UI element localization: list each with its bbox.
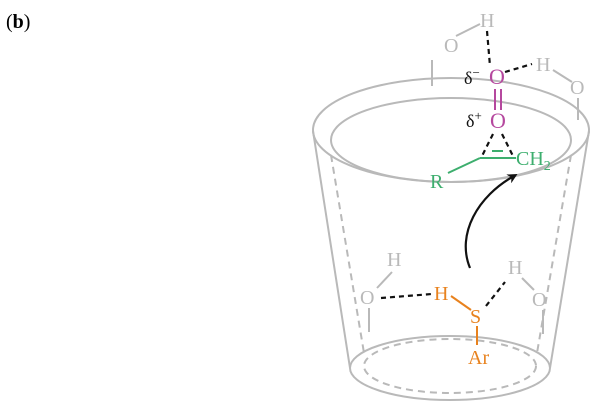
cup-inner-right-dash bbox=[536, 154, 572, 354]
right-water-O: O bbox=[570, 77, 584, 99]
left-water-O: O bbox=[360, 287, 374, 309]
delta-minus: δ− bbox=[464, 65, 480, 88]
inner-water: H O bbox=[508, 257, 546, 334]
top-water-hbond bbox=[485, 30, 492, 67]
cup-right-wall bbox=[549, 130, 590, 369]
cup-inner-left-dash bbox=[330, 154, 365, 354]
top-water-H: H bbox=[480, 10, 494, 32]
thiol-Ar: Ar bbox=[468, 347, 489, 369]
inner-water-O: O bbox=[532, 289, 546, 311]
right-water-hbond bbox=[504, 62, 533, 74]
alkene: R CH2 bbox=[430, 148, 551, 193]
peroxide: δ− O δ+ O bbox=[464, 64, 506, 133]
cup-bottom-inner bbox=[363, 338, 537, 394]
delta-plus: δ+ bbox=[466, 108, 482, 131]
left-water-OH-bond bbox=[376, 271, 393, 289]
ts-bond-right bbox=[501, 133, 514, 157]
panel-label: (b) bbox=[6, 11, 31, 33]
top-water-OH-bond bbox=[455, 23, 481, 37]
inner-water-H: H bbox=[508, 257, 522, 279]
left-water-hbond bbox=[380, 292, 433, 300]
left-water: H O bbox=[360, 249, 433, 332]
inner-water-OH-bond bbox=[521, 277, 535, 291]
cup bbox=[312, 77, 590, 401]
peroxide-O-top: O bbox=[489, 64, 505, 89]
left-water-H: H bbox=[387, 249, 401, 271]
thiol-S: S bbox=[470, 306, 481, 328]
right-water-OH-bond bbox=[552, 69, 573, 83]
cup-rim-inner bbox=[330, 97, 572, 183]
cup-bottom-front bbox=[349, 367, 551, 401]
ts-bond-left bbox=[481, 133, 494, 157]
thiol-SH-bond bbox=[450, 295, 472, 311]
alkene-R-bond bbox=[447, 157, 481, 174]
thiol: H S Ar bbox=[434, 281, 506, 369]
cup-left-wall bbox=[312, 130, 351, 369]
thiol-H: H bbox=[434, 283, 448, 305]
epoxidation-transition-bonds bbox=[481, 133, 514, 157]
top-water-network: O H H O bbox=[431, 10, 584, 120]
right-water-H: H bbox=[536, 54, 550, 76]
cup-bottom-back bbox=[349, 335, 551, 369]
top-water-O: O bbox=[444, 35, 458, 57]
alkene-CH2: CH2 bbox=[516, 148, 551, 174]
alkene-R: R bbox=[430, 171, 444, 193]
thiol-S-hbond bbox=[485, 281, 506, 307]
attack-arrow bbox=[464, 174, 518, 269]
peroxide-O-bottom: O bbox=[490, 108, 506, 133]
